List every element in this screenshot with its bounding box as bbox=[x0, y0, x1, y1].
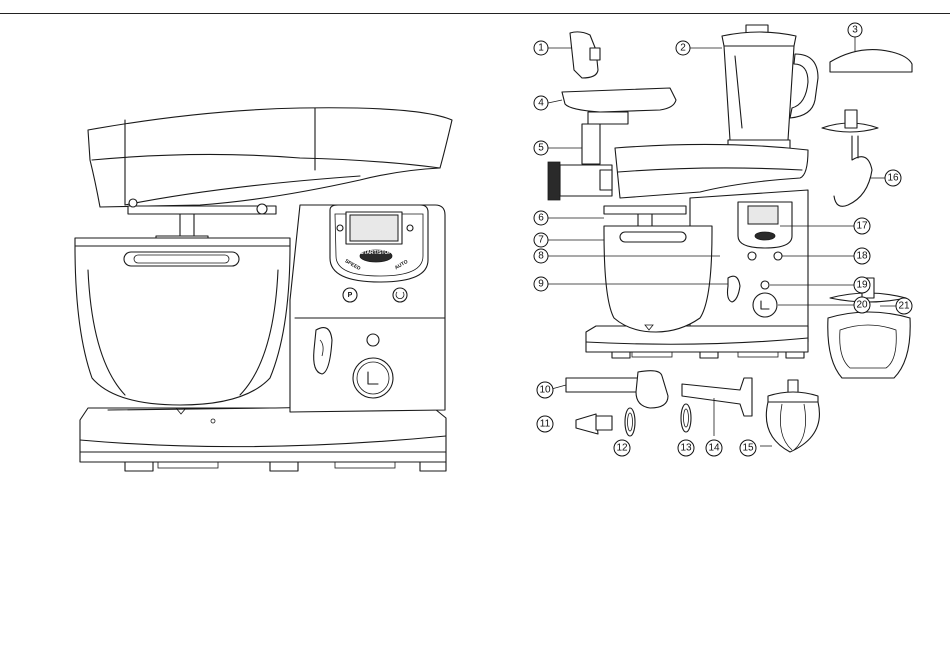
callout-17: 17 bbox=[856, 221, 868, 232]
callout-5: 5 bbox=[538, 143, 544, 154]
callout-7: 7 bbox=[538, 235, 544, 246]
callout-15: 15 bbox=[742, 443, 754, 454]
callout-12: 12 bbox=[616, 443, 628, 454]
callout-18: 18 bbox=[856, 251, 868, 262]
callout-14: 14 bbox=[708, 443, 720, 454]
reset-button[interactable] bbox=[393, 288, 407, 302]
callout-9: 9 bbox=[538, 279, 544, 290]
callout-20: 20 bbox=[856, 300, 868, 311]
callout-13: 13 bbox=[680, 443, 692, 454]
callout-16: 16 bbox=[887, 173, 899, 184]
start-stop-label: START/STOP bbox=[360, 250, 392, 256]
part-4-mincer-hopper bbox=[562, 88, 676, 112]
callout-3: 3 bbox=[852, 25, 858, 36]
part-11-cutter bbox=[576, 414, 598, 434]
small-mixer-head bbox=[615, 144, 808, 198]
p-button-label: P bbox=[348, 292, 353, 299]
part-5-mincer-body bbox=[582, 124, 600, 164]
stand-mixer-illustration: START/STOP SPEED AUTO P bbox=[75, 108, 452, 471]
callout-8: 8 bbox=[538, 251, 544, 262]
part-3-cover bbox=[830, 50, 912, 72]
part-12-disc bbox=[625, 408, 635, 436]
mixer-head bbox=[88, 108, 452, 207]
callout-10: 10 bbox=[539, 385, 551, 396]
bowl-handle bbox=[124, 252, 239, 266]
power-button[interactable] bbox=[353, 358, 393, 398]
parts-exploded-view bbox=[548, 25, 912, 452]
callout-4: 4 bbox=[538, 98, 544, 109]
part-2-blender-jug bbox=[722, 32, 796, 140]
part-13-disc bbox=[681, 404, 691, 432]
part-10-food-pusher bbox=[566, 378, 638, 392]
callout-2: 2 bbox=[680, 43, 686, 54]
power-icon bbox=[367, 334, 379, 346]
part-15-whisk bbox=[766, 402, 819, 452]
part-14-sausage-nozzle bbox=[682, 378, 752, 416]
callout-1: 1 bbox=[538, 43, 544, 54]
callout-19: 19 bbox=[856, 280, 868, 291]
callout-6: 6 bbox=[538, 213, 544, 224]
callout-21: 21 bbox=[898, 301, 910, 312]
callout-11: 11 bbox=[540, 419, 551, 430]
mixer-base bbox=[80, 405, 446, 462]
